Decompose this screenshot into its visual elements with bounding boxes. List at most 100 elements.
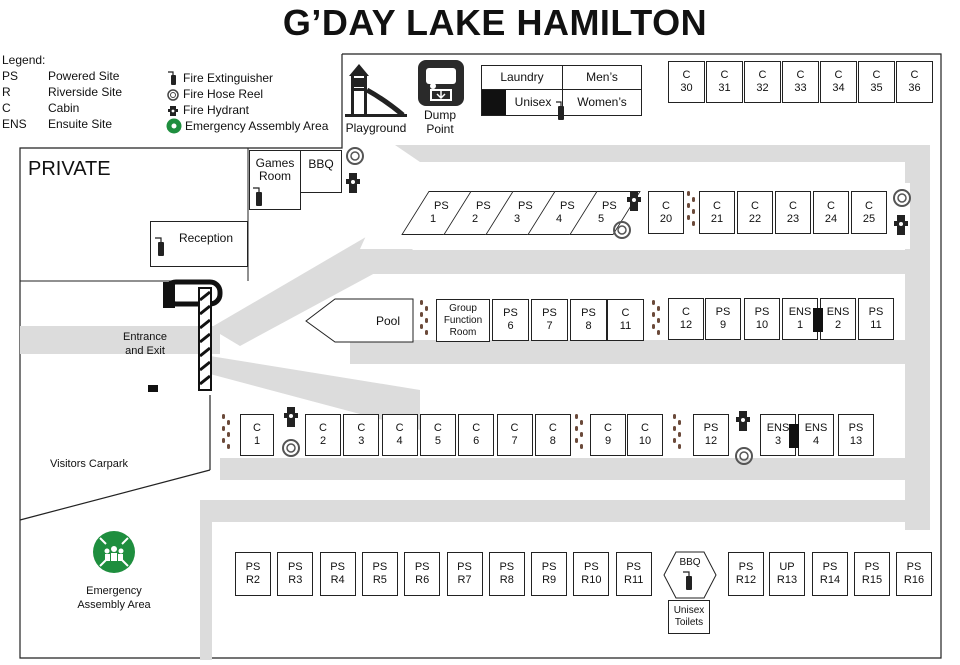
site-number: 10 [755, 319, 769, 331]
site-number: 4 [555, 213, 563, 225]
pool[interactable] [305, 298, 415, 344]
legend-hose: Fire Hose Reel [166, 86, 328, 102]
fire-hose-reel-icon [613, 221, 631, 239]
site-type: C [872, 69, 881, 81]
site-number: R8 [499, 574, 514, 586]
site-type: C [865, 199, 873, 212]
site-number: 1 [796, 319, 804, 331]
site-type: PS [581, 307, 596, 319]
site-type: PS [864, 561, 880, 573]
group-function-room[interactable]: Group Function Room [436, 299, 490, 342]
site-number: 6 [507, 320, 514, 332]
site-type: ENS [766, 422, 790, 434]
site-type: C [319, 422, 327, 434]
reception[interactable]: Reception [150, 221, 248, 267]
walkway-steps-icon [420, 300, 430, 336]
site-type: C [253, 422, 261, 434]
site-type: C [433, 422, 442, 434]
site-type: PS [330, 561, 345, 573]
site-type: PS [541, 561, 557, 573]
assembly-area-icon [166, 118, 182, 134]
site-type: C [682, 306, 690, 318]
fire-extinguisher-icon [168, 71, 176, 85]
site-type: PS [822, 561, 838, 573]
fire-hose-reel-icon [735, 447, 753, 465]
site-number: R5 [372, 574, 387, 586]
site-type: ENS [788, 306, 812, 318]
dump-point-icon [418, 60, 464, 106]
site-type: PS [626, 561, 642, 573]
site-number: 8 [549, 435, 556, 447]
boom-gate-icon [163, 279, 223, 391]
site-type: PS [499, 561, 515, 573]
site-number: 9 [719, 319, 727, 331]
site-number: 10 [638, 435, 652, 447]
site-number: 36 [908, 82, 921, 94]
fire-hydrant-icon [736, 411, 750, 431]
site-number: R15 [861, 574, 883, 586]
bbq-hexagon[interactable] [663, 551, 717, 599]
dump-point-label: Dump Point [423, 108, 456, 136]
site-number: 33 [794, 82, 807, 94]
site-type: C [357, 422, 366, 434]
site-number: 6 [473, 435, 480, 447]
site-number: 32 [756, 82, 769, 94]
visitors-carpark-label: Visitors Carpark [50, 458, 129, 470]
site-number: R9 [542, 574, 557, 586]
fire-hydrant-icon [168, 106, 178, 116]
assembly-area-label: Emergency Assembly Area [77, 585, 151, 611]
